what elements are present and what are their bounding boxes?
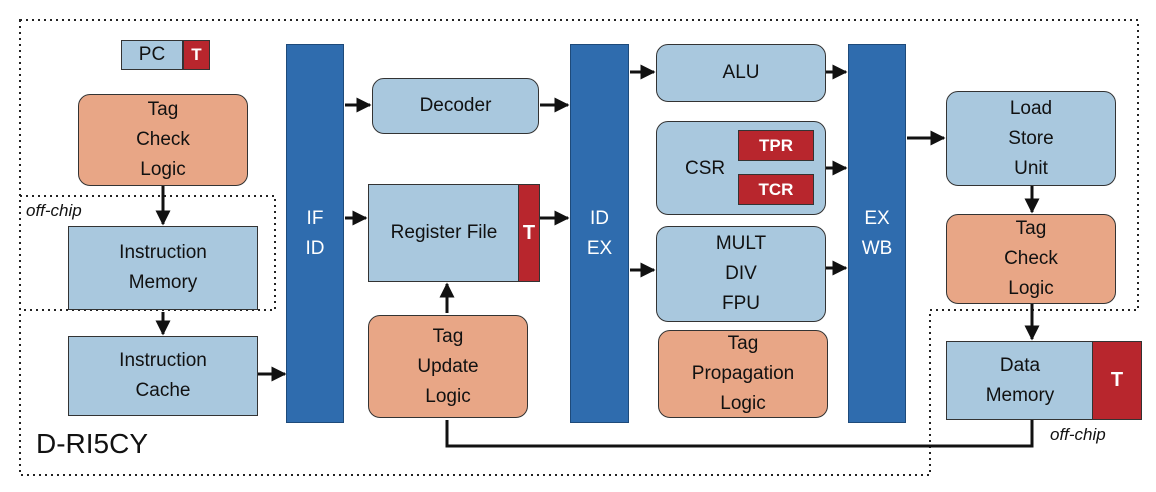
- instruction-cache: Instruction Cache: [68, 336, 258, 416]
- pc-tag-bit: T: [183, 40, 210, 70]
- pc-register: PC: [121, 40, 183, 70]
- data-memory: Data Memory: [946, 341, 1094, 420]
- if-id-pipeline-register: IF ID: [286, 44, 344, 423]
- tag-update-logic: Tag Update Logic: [368, 315, 528, 418]
- off-chip-boundary-left: [20, 195, 276, 311]
- data-memory-tag-bit: T: [1092, 341, 1142, 420]
- instruction-memory: Instruction Memory: [68, 226, 258, 310]
- ex-wb-pipeline-register: EX WB: [848, 44, 906, 423]
- off-chip-label-right: off-chip: [1050, 425, 1106, 444]
- tcr-register: TCR: [738, 174, 814, 205]
- core-boundary: [19, 19, 1139, 476]
- decoder: Decoder: [372, 78, 539, 134]
- tag-propagation-logic: Tag Propagation Logic: [658, 330, 828, 418]
- wire-dmem-to-tagupdate: [445, 420, 1034, 448]
- load-store-unit: Load Store Unit: [946, 91, 1116, 186]
- tag-check-logic-memory: Tag Check Logic: [946, 214, 1116, 304]
- id-ex-pipeline-register: ID EX: [570, 44, 629, 423]
- alu: ALU: [656, 44, 826, 102]
- csr-label: CSR: [685, 158, 726, 179]
- mult-div-fpu: MULT DIV FPU: [656, 226, 826, 322]
- tpr-register: TPR: [738, 130, 814, 161]
- core-name-label: D-RI5CY: [36, 428, 149, 459]
- register-file: Register File: [368, 184, 520, 282]
- register-file-tag-bit: T: [518, 184, 540, 282]
- tag-check-logic-fetch: Tag Check Logic: [78, 94, 248, 186]
- off-chip-label-left: off-chip: [26, 201, 82, 220]
